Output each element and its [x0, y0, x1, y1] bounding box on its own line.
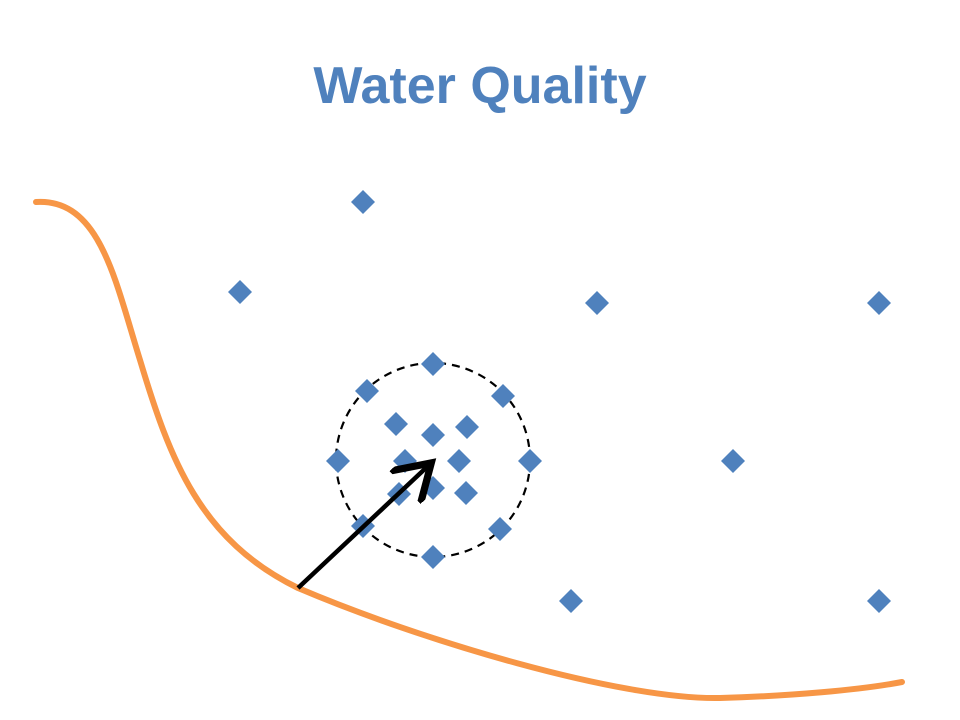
diamond-markers [228, 190, 891, 613]
slide-title: Water Quality [313, 57, 647, 115]
diamond-icon [491, 384, 515, 408]
diamond-icon [326, 449, 350, 473]
diamond-icon [455, 415, 479, 439]
diamond-icon [351, 190, 375, 214]
diamond-icon [421, 352, 445, 376]
diamond-icon [488, 517, 512, 541]
diamond-icon [421, 545, 445, 569]
diamond-icon [384, 412, 408, 436]
boundary-curve [33, 198, 905, 702]
diamond-icon [585, 291, 609, 315]
diamond-icon [447, 449, 471, 473]
distance-arrow [296, 466, 428, 590]
diamond-icon [454, 481, 478, 505]
diamond-icon [518, 449, 542, 473]
diamond-icon [393, 449, 417, 473]
diamond-icon [421, 476, 445, 500]
diamond-icon [228, 280, 252, 304]
diamond-icon [867, 291, 891, 315]
diamond-icon [355, 379, 379, 403]
diamond-icon [421, 423, 445, 447]
diamond-icon [721, 449, 745, 473]
diamond-icon [867, 589, 891, 613]
diamond-icon [559, 589, 583, 613]
